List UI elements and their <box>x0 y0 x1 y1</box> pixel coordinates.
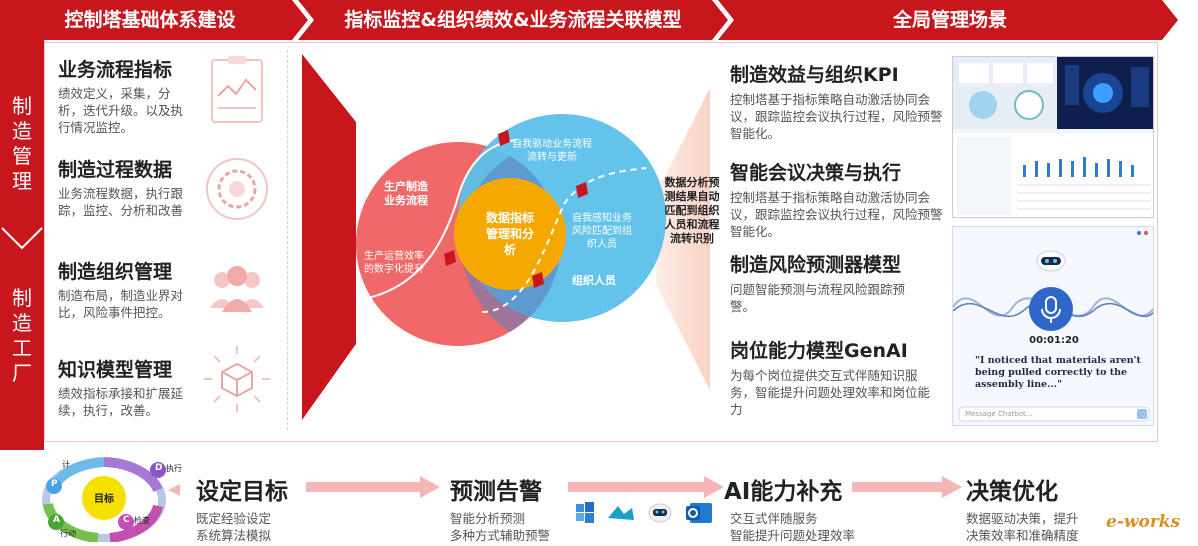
left-divider <box>287 50 288 430</box>
pdca-cycle <box>42 457 166 542</box>
windows-icon <box>576 502 594 523</box>
step-desc: 决策效率和准确精度 <box>966 528 1079 543</box>
step-desc: 系统算法模拟 <box>196 528 272 543</box>
left-item-organization: 制造组织管理 制造布局，制造业界对比，风险事件把控。 <box>58 260 198 321</box>
funnel-arrow-right <box>656 88 710 390</box>
step-desc: 智能提升问题处理效率 <box>730 528 856 543</box>
left-item-process-data: 制造过程数据 业务流程数据，执行跟踪，监控、分析和改善 <box>58 158 198 219</box>
right-item-genai: 岗位能力模型GenAI 为每个岗位提供交互式伴随知识服务，智能提升问题处理效率和… <box>730 336 944 418</box>
top-banner: 控制塔基础体系建设 指标监控&组织绩效&业务流程关联模型 全局管理场景 <box>0 0 1198 40</box>
banner-section-1: 控制塔基础体系建设 <box>64 9 236 31</box>
venn-label-self-drive: 自我驱动业务流程 流转与更新 <box>512 139 592 163</box>
step-desc: 交互式伴随服务 <box>730 511 818 526</box>
chat-input[interactable]: Message Chatbot... <box>965 410 1033 418</box>
side-bar: 制造管理 制造工厂 <box>0 40 44 450</box>
venn-diagram <box>302 54 710 420</box>
step-desc: 多种方式辅助预警 <box>450 528 551 543</box>
left-item-desc: 绩效定义，采集，分析，迭代升级。以及执行情况监控。 <box>58 86 184 135</box>
banner-section-2: 指标监控&组织绩效&业务流程关联模型 <box>344 9 682 31</box>
right-item-meeting: 智能会议决策与执行 控制塔基于指标策略自动激活协同会议，跟踪监控会议执行过程，风… <box>730 158 944 240</box>
pdca-c-label: 检查 <box>134 516 150 525</box>
pdca-a: A <box>53 515 60 525</box>
venn-label-people: 组织人员 <box>572 274 616 287</box>
pdca-a-label: 行动 <box>60 529 76 538</box>
box-icon <box>204 346 270 412</box>
pdca-d-label: 执行 <box>166 464 182 473</box>
right-item-desc: 为每个岗位提供交互式伴随知识服务，智能提升问题处理效率和岗位能力 <box>730 368 931 417</box>
prediction-match-text: 数据分析预测结果自动匹配到组织人员和流程流转识别 <box>664 176 720 245</box>
banner-section-3: 全局管理场景 <box>892 9 1007 31</box>
side-label-factory: 制造工厂 <box>12 286 32 385</box>
venn-label-efficiency: 生产运营效率 的数字化提升 <box>364 251 424 275</box>
right-item-title: 制造效益与组织KPI <box>730 64 899 86</box>
right-item-kpi: 制造效益与组织KPI 控制塔基于指标策略自动激活协同会议，跟踪监控会议执行过程，… <box>730 60 944 142</box>
wave-icon <box>608 506 634 520</box>
left-item-desc: 制造布局，制造业界对比，风险事件把控。 <box>58 288 184 320</box>
left-item-title: 制造过程数据 <box>58 159 173 181</box>
left-item-desc: 绩效指标承接和扩展延续，执行，改善。 <box>58 386 184 418</box>
chat-timer: 00:01:20 <box>1029 335 1079 346</box>
right-item-title: 制造风险预测器模型 <box>730 254 902 276</box>
venn-label-center: 数据指标 管理和分 析 <box>485 211 534 257</box>
venn-label-business: 生产制造 业务流程 <box>384 180 428 207</box>
venn-label-risk: 自我感知业务 风险匹配到组 织人员 <box>572 213 632 250</box>
side-label-manage: 制造管理 <box>12 94 32 193</box>
pdca-c: C <box>123 515 130 525</box>
right-item-desc: 控制塔基于指标策略自动激活协同会议，跟踪监控会议执行过程，风险预警智能化。 <box>730 92 943 141</box>
bottom-arrows <box>168 476 962 498</box>
robot-icon <box>648 503 672 523</box>
left-item-process-kpi: 业务流程指标 绩效定义，采集，分析，迭代升级。以及执行情况监控。 <box>58 58 198 136</box>
pdca-d: D <box>155 463 163 473</box>
chat-quote: "I noticed that materials aren't being p… <box>975 355 1141 390</box>
step-desc: 数据驱动决策，提升 <box>966 511 1079 526</box>
left-item-knowledge: 知识模型管理 绩效指标承接和扩展延续，执行，改善。 <box>58 358 198 419</box>
step-predict-alert: 预测告警 智能分析预测 多种方式辅助预警 <box>450 472 550 544</box>
right-item-risk: 制造风险预测器模型 问题智能预测与流程风险跟踪预警。 <box>730 250 944 315</box>
step-title: AI能力补充 <box>724 479 843 505</box>
pdca-p-label: 计 <box>62 460 70 469</box>
left-item-title: 业务流程指标 <box>58 59 173 81</box>
content-frame <box>44 42 1158 442</box>
banner-arrows <box>0 0 1178 40</box>
step-decision-optimize: 决策优化 数据驱动决策，提升 决策效率和准确精度 <box>966 472 1079 544</box>
e-works-logo: e-works <box>1106 512 1181 532</box>
step-title: 决策优化 <box>966 479 1058 505</box>
step-desc: 智能分析预测 <box>450 511 526 526</box>
funnel-arrow-left <box>302 54 356 420</box>
people-icon <box>210 266 264 312</box>
right-item-title: 岗位能力模型GenAI <box>730 340 908 362</box>
step-title: 设定目标 <box>196 479 288 505</box>
app-icons <box>576 502 712 523</box>
pdca-p: P <box>51 479 58 489</box>
outlook-icon <box>686 503 712 523</box>
right-item-desc: 控制塔基于指标策略自动激活协同会议，跟踪监控会议执行过程，风险预警智能化。 <box>730 190 943 239</box>
step-set-goal: 设定目标 既定经验设定 系统算法模拟 <box>196 472 288 544</box>
left-item-desc: 业务流程数据，执行跟踪，监控、分析和改善 <box>58 186 184 218</box>
chatbot-screenshot: 00:01:20 "I noticed that materials aren'… <box>952 226 1154 426</box>
right-item-desc: 问题智能预测与流程风险跟踪预警。 <box>730 282 906 314</box>
step-desc: 既定经验设定 <box>196 511 272 526</box>
right-item-title: 智能会议决策与执行 <box>730 162 902 184</box>
left-item-title: 制造组织管理 <box>58 261 173 283</box>
step-ai-supplement: AI能力补充 交互式伴随服务 智能提升问题处理效率 <box>724 472 855 544</box>
dashboard-screenshot <box>952 56 1154 218</box>
clipboard-chart-icon <box>211 56 263 123</box>
gear-icon <box>206 158 268 220</box>
step-title: 预测告警 <box>450 479 542 505</box>
pdca-center-label: 目标 <box>94 494 114 505</box>
left-item-title: 知识模型管理 <box>58 359 173 381</box>
